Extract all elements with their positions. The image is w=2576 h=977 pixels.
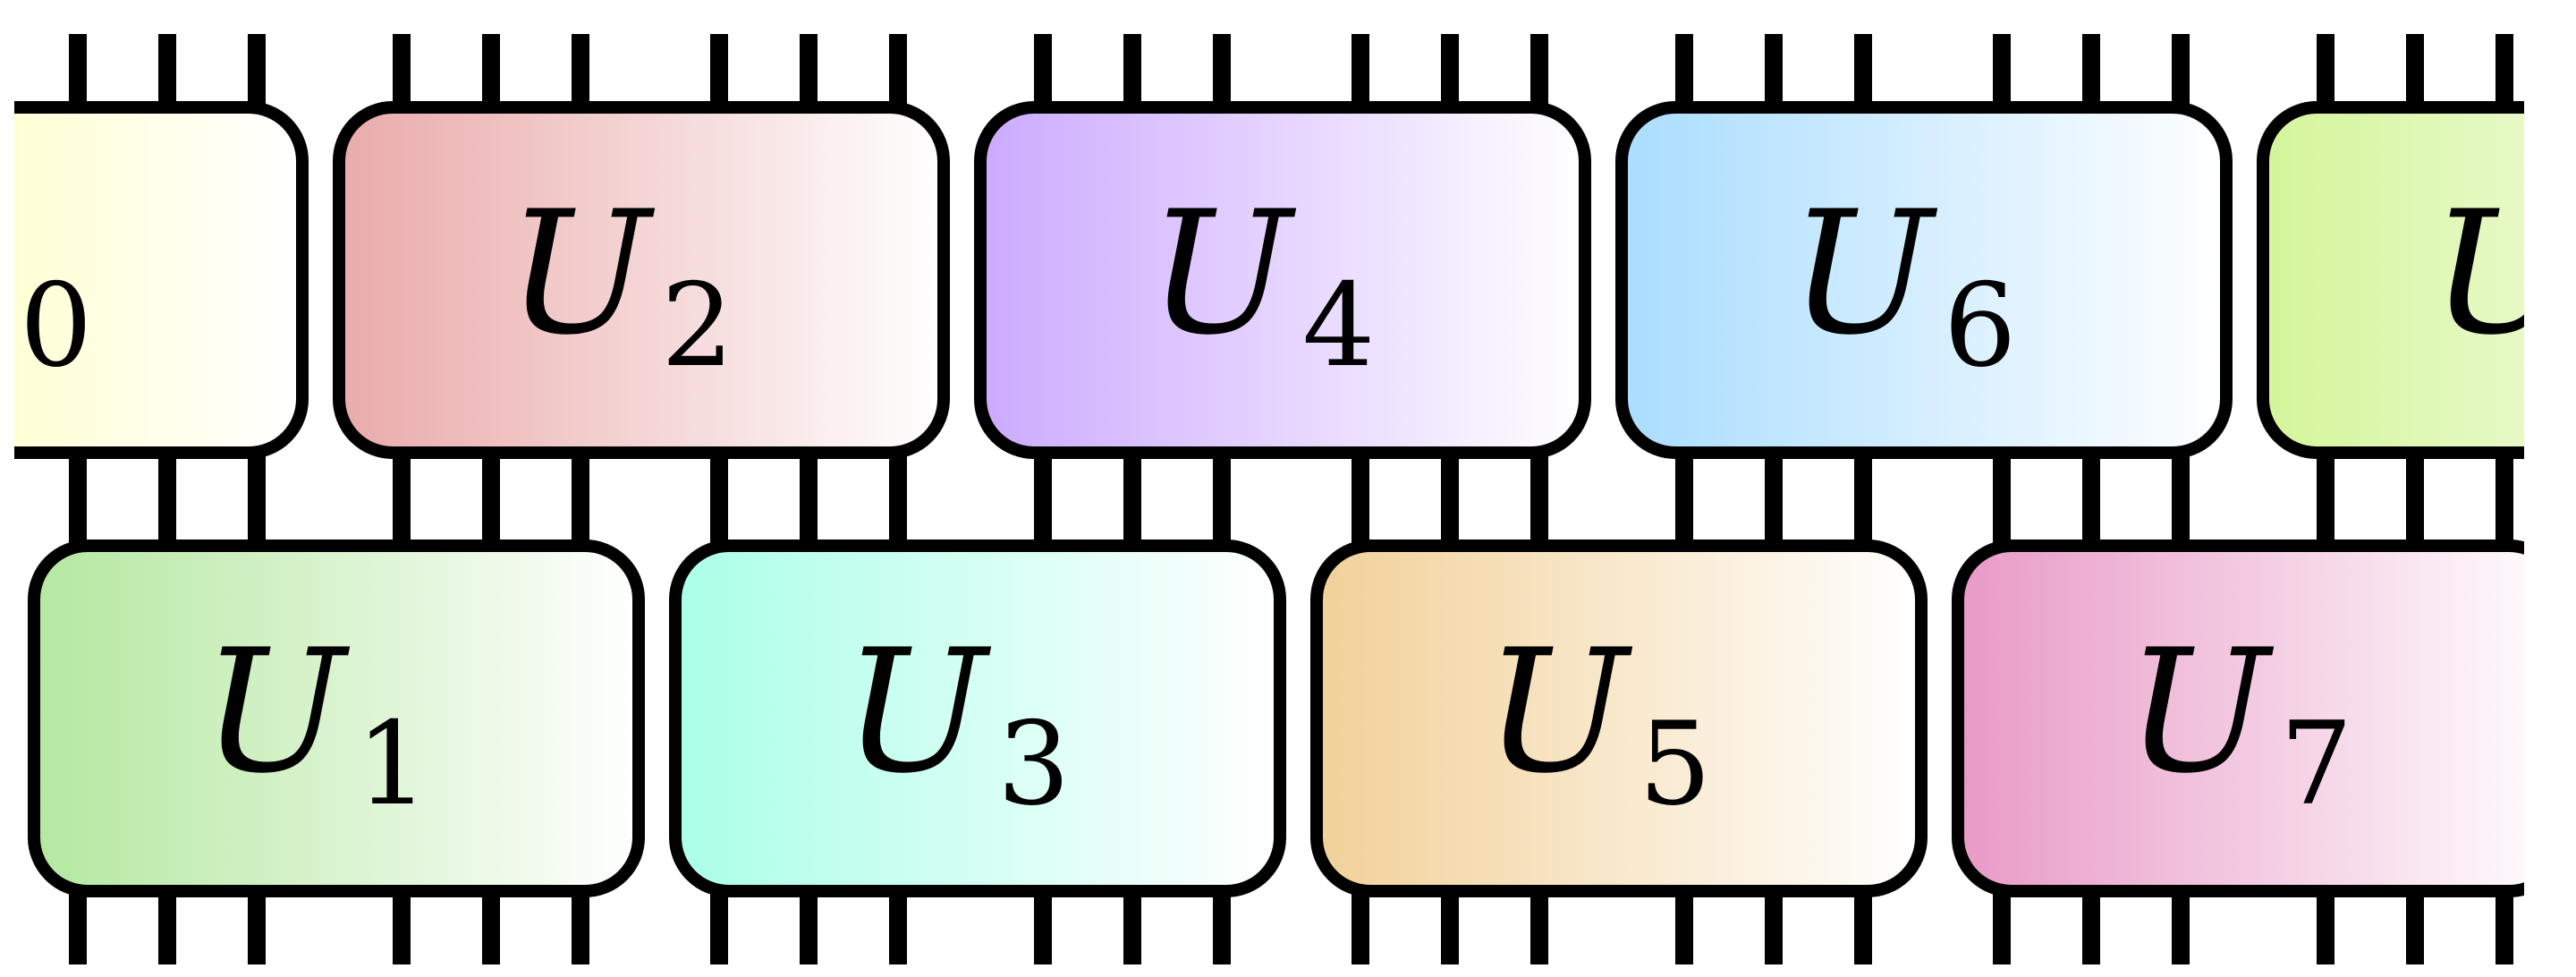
- gate-symbol: U: [0, 174, 14, 372]
- gate-symbol: U: [1485, 613, 1633, 811]
- gate-symbol: U: [2431, 174, 2576, 372]
- gate-box: [669, 539, 1286, 897]
- gate-box: [974, 101, 1591, 459]
- gate-box: [28, 539, 645, 897]
- gate-subscript: 7: [2280, 698, 2352, 831]
- gate-box: [1952, 539, 2524, 897]
- gate-box: [1310, 539, 1928, 897]
- gate-subscript: 1: [356, 698, 428, 831]
- gate-u8: U8: [2257, 101, 2576, 459]
- gate-box: [2257, 101, 2524, 459]
- gate-symbol: U: [202, 613, 351, 811]
- gate-box: [1615, 101, 2233, 459]
- gate-subscript: 4: [1302, 259, 1375, 393]
- gate-subscript: 5: [1639, 698, 1711, 831]
- gate-box: [14, 101, 309, 459]
- gate-box: [333, 101, 950, 459]
- gate-symbol: U: [1790, 174, 1938, 372]
- gate-symbol: U: [1148, 174, 1297, 372]
- gate-subscript: 0: [20, 259, 92, 393]
- gate-symbol: U: [2126, 613, 2275, 811]
- gate-symbol: U: [507, 174, 656, 372]
- gate-subscript: 6: [1944, 259, 2016, 393]
- gate-subscript: 3: [997, 698, 1070, 831]
- gate-subscript: 2: [661, 259, 733, 393]
- gate-symbol: U: [843, 613, 992, 811]
- gate-u0: U0: [0, 101, 309, 459]
- gates-layer: U0U2U4U6U8U1U3U5U7: [0, 101, 2576, 897]
